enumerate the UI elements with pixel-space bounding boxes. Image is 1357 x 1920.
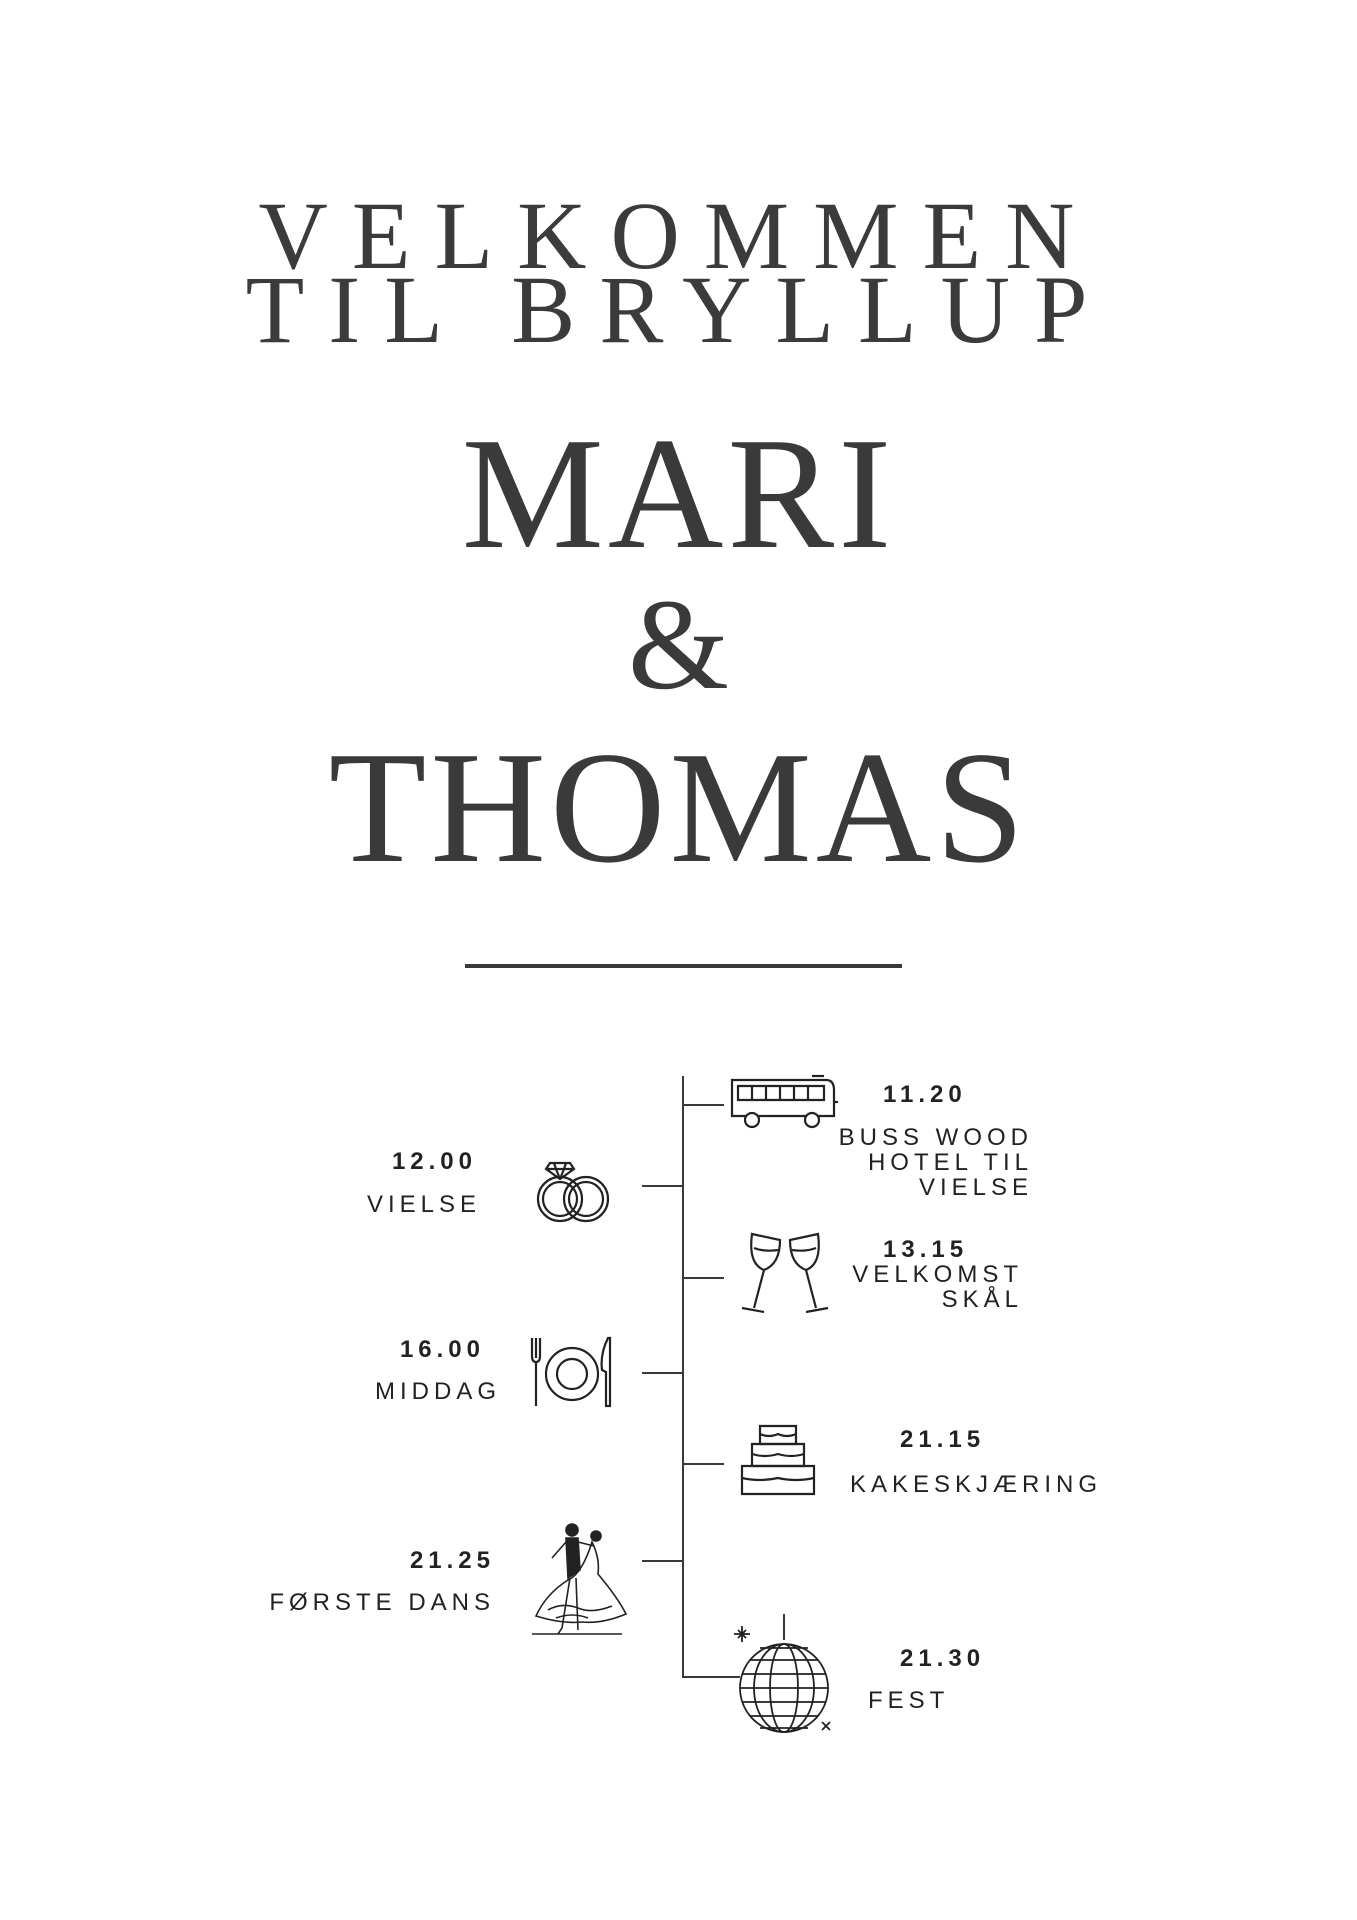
event-time: 21.25 <box>409 1547 495 1574</box>
dancing-couple-icon <box>532 1523 628 1635</box>
event-label: FØRSTE DANS <box>269 1589 495 1616</box>
groom-name: THOMAS <box>328 718 1029 896</box>
timeline-tick <box>684 1277 724 1279</box>
event-label-line: BUSS WOOD <box>838 1124 1033 1151</box>
event-label-line: VELKOMST <box>852 1261 1023 1288</box>
event-time: 13.15 <box>883 1236 969 1263</box>
timeline-tick <box>642 1185 682 1187</box>
event-label-line: FEST <box>868 1687 950 1714</box>
event-label: FEST <box>868 1688 949 1713</box>
wedding-cake-icon <box>740 1424 816 1496</box>
event-label: VIELSE <box>366 1191 481 1218</box>
timeline-tick <box>684 1676 740 1678</box>
event-label-line: KAKESKJÆRING <box>850 1471 1103 1498</box>
dinner-plate-icon <box>530 1336 612 1408</box>
event-label-line: HOTEL TIL <box>867 1149 1033 1177</box>
event-time: 21.30 <box>900 1645 986 1672</box>
ampersand: & <box>627 573 730 717</box>
timeline-tick <box>684 1104 724 1106</box>
timeline-tick <box>684 1463 724 1465</box>
champagne-toast-icon <box>741 1232 829 1314</box>
divider-rule <box>465 964 902 968</box>
timeline-axis <box>682 1076 684 1678</box>
event-label: KAKESKJÆRING <box>850 1472 1102 1497</box>
event-time: 21.15 <box>900 1426 986 1453</box>
event-label-line: SKÅL <box>941 1286 1023 1314</box>
wedding-rings-icon <box>536 1161 610 1223</box>
event-time: 11.20 <box>883 1081 967 1108</box>
disco-ball-icon <box>734 1614 831 1733</box>
timeline-tick <box>642 1560 682 1562</box>
event-time: 12.00 <box>391 1148 477 1175</box>
event-label: BUSS WOOD HOTEL TIL VIELSE <box>839 1125 1033 1201</box>
event-label: MIDDAG <box>375 1378 501 1405</box>
bus-icon <box>730 1074 838 1129</box>
timeline-tick <box>642 1372 682 1374</box>
event-time: 16.00 <box>399 1336 485 1363</box>
event-label: VELKOMST SKÅL <box>852 1261 1023 1314</box>
bride-name: MARI <box>461 404 896 582</box>
event-label-line: VIELSE <box>918 1174 1033 1202</box>
welcome-line-1: VELKOMMEN <box>258 182 1099 289</box>
welcome-line-2: TIL BRYLLUP <box>245 256 1112 363</box>
